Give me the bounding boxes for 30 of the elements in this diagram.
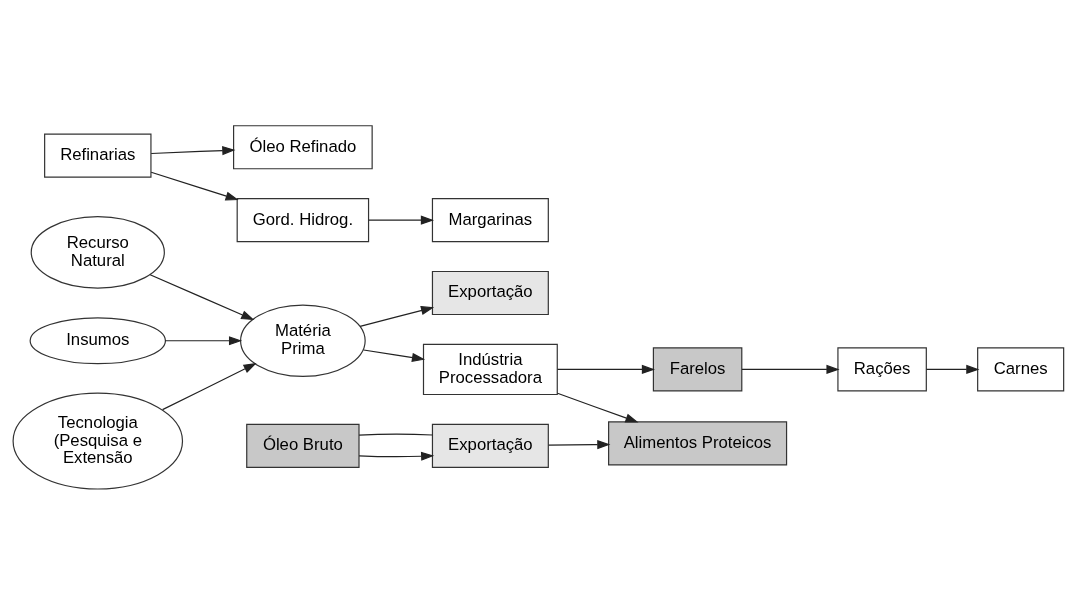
node-box: Óleo Refinado [233, 124, 373, 169]
connector [358, 433, 434, 436]
node-ellipse: Insumos [29, 316, 167, 364]
node-box: Rações [837, 346, 927, 391]
node-box: Margarinas [431, 197, 549, 242]
node-box: Gord. Hidrog. [236, 197, 370, 242]
arrow [150, 171, 239, 200]
node-box: Exportação [431, 270, 549, 315]
arrow [358, 451, 435, 461]
arrow [164, 335, 243, 345]
node-box: Carnes [977, 346, 1065, 391]
arrow [150, 145, 236, 155]
node-box: Exportação [431, 423, 549, 468]
node-box: Óleo Bruto [246, 423, 360, 468]
arrow [556, 392, 639, 423]
arrow [161, 362, 257, 410]
arrow [149, 273, 255, 320]
arrow [368, 215, 434, 225]
node-box: Indústria Processadora [422, 343, 558, 395]
arrow [741, 364, 840, 374]
arrow [556, 364, 655, 374]
node-ellipse: Recurso Natural [30, 215, 165, 289]
arrow [363, 348, 426, 362]
arrow [925, 364, 980, 374]
node-box: Alimentos Proteicos [608, 420, 788, 466]
arrow [359, 305, 435, 327]
node-box: Refinarias [44, 133, 152, 178]
node-ellipse: Tecnologia (Pesquisa e Extensão [12, 392, 184, 490]
arrow [548, 439, 611, 449]
node-box: Farelos [652, 346, 743, 391]
